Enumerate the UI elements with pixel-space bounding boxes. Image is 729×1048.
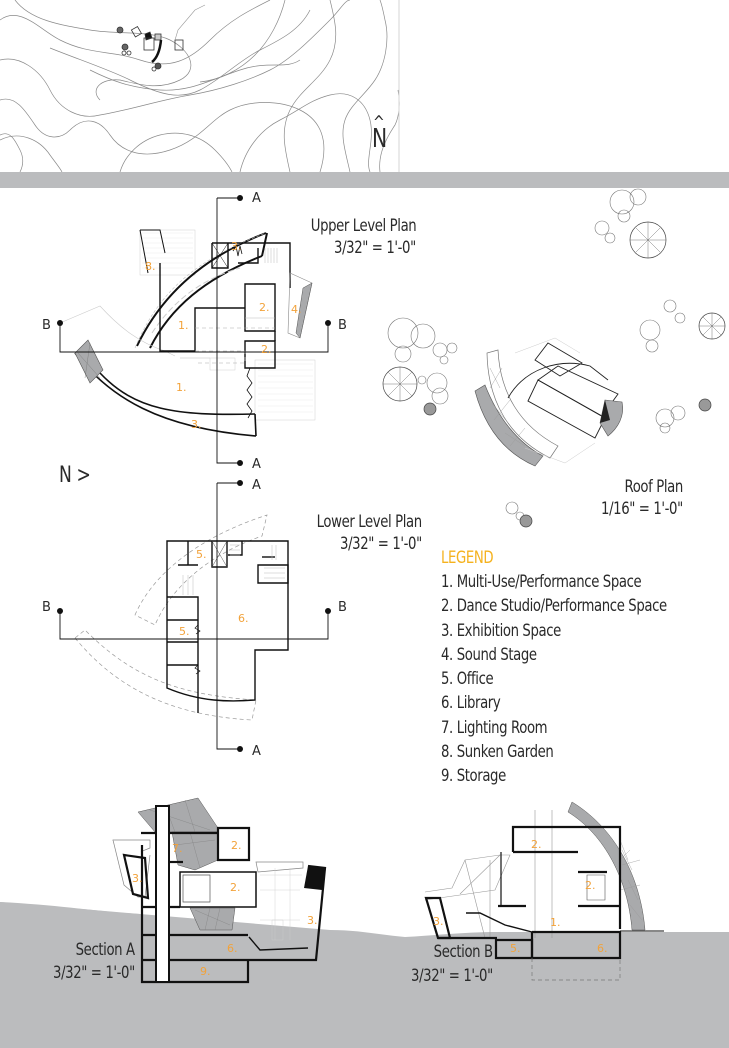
room-label: 3. [231,240,242,253]
roof-plan: Roof Plan 1/16" = 1'-0" [360,188,729,528]
section-a-scale: 3/32" = 1'-0" [53,963,135,983]
upper-section-a-bottom: A [252,457,261,472]
site-plan-contours [0,0,400,173]
tree-icon [387,188,686,521]
room-label: 6. [238,612,249,625]
legend-item: 8. Sunken Garden [441,742,554,763]
upper-plan-title: Upper Level Plan [310,216,416,236]
room-label: 8. [145,260,156,273]
north-arrow-label: N [372,124,387,154]
room-label: 3. [307,914,318,927]
lower-section-a-top: A [252,478,261,493]
room-label: 2. [585,879,596,892]
upper-plan-drawing: A A B B 3. 8. 2. 4. 1. 2. 1. 3. [42,191,347,472]
legend-item: 2. Dance Studio/Performance Space [441,596,667,617]
roof-plan-drawing [382,188,726,528]
room-label: 1. [550,916,561,929]
upper-section-b-left: B [42,318,51,333]
room-label: 4. [291,303,302,316]
legend-title: LEGEND [441,548,494,568]
lower-level-plan: A A B B 5. 6. 5. Lower Level Plan 3/32" … [0,470,430,770]
section-a: 7. 2. 3. 2. 3. 6. 9. Section A 3/32" = 1… [0,790,360,990]
upper-section-b-right: B [338,318,347,333]
site-building [116,4,206,72]
legend-item: 4. Sound Stage [441,644,537,665]
north-indicator: N > [59,463,91,488]
room-label: 1. [176,381,187,394]
north-arrow-caret: ^ [373,112,385,133]
lower-section-b-left: B [42,600,51,615]
lower-section-b-right: B [338,600,347,615]
room-label: 5. [196,548,207,561]
room-label: 2. [230,881,241,894]
upper-plan-scale: 3/32" = 1'-0" [334,238,416,258]
room-label: 3. [191,418,202,431]
room-label: 3. [433,915,444,928]
roof-plan-title: Roof Plan [624,477,684,497]
room-label: 2. [531,838,542,851]
room-label: 5. [179,625,190,638]
room-label: 2. [231,839,242,852]
room-label: 6. [597,942,608,955]
section-b-title: Section B [433,942,493,962]
legend: LEGEND 1. Multi-Use/Performance Space 2.… [441,548,729,791]
room-label: 2. [261,343,272,356]
legend-item: 9. Storage [441,766,506,787]
lower-plan-drawing: A A B B 5. 6. 5. [42,478,347,759]
header-band [0,172,729,188]
roof-plan-scale: 1/16" = 1'-0" [601,499,683,519]
room-label: 6. [227,942,238,955]
upper-level-plan: A A B B 3. 8. 2. 4. 1. 2. 1. 3. Upper Le… [0,188,430,478]
section-a-title: Section A [75,940,135,960]
upper-section-a-top: A [252,191,261,206]
room-label: 3. [132,872,143,885]
room-label: 5. [510,942,521,955]
room-label: 9. [200,965,211,978]
section-b: 2. 2. 3. 1. 5. 6. Section B 3/32" = 1'-0… [360,790,729,990]
section-a-drawing: 7. 2. 3. 2. 3. 6. 9. [112,797,327,984]
room-label: 1. [178,319,189,332]
legend-item: 6. Library [441,693,501,714]
legend-item: 1. Multi-Use/Performance Space [441,572,642,592]
legend-item: 5. Office [441,669,494,690]
lower-plan-scale: 3/32" = 1'-0" [340,534,422,554]
site-plan: ^ N [0,0,729,173]
legend-item: 7. Lighting Room [441,717,548,738]
section-b-scale: 3/32" = 1'-0" [411,966,493,986]
section-b-drawing: 2. 2. 3. 1. 5. 6. [424,801,664,981]
lower-plan-title: Lower Level Plan [316,512,423,532]
room-label: 7. [172,842,183,855]
legend-item: 3. Exhibition Space [441,620,561,641]
room-label: 2. [259,301,270,314]
lower-section-a-bottom: A [252,744,261,759]
